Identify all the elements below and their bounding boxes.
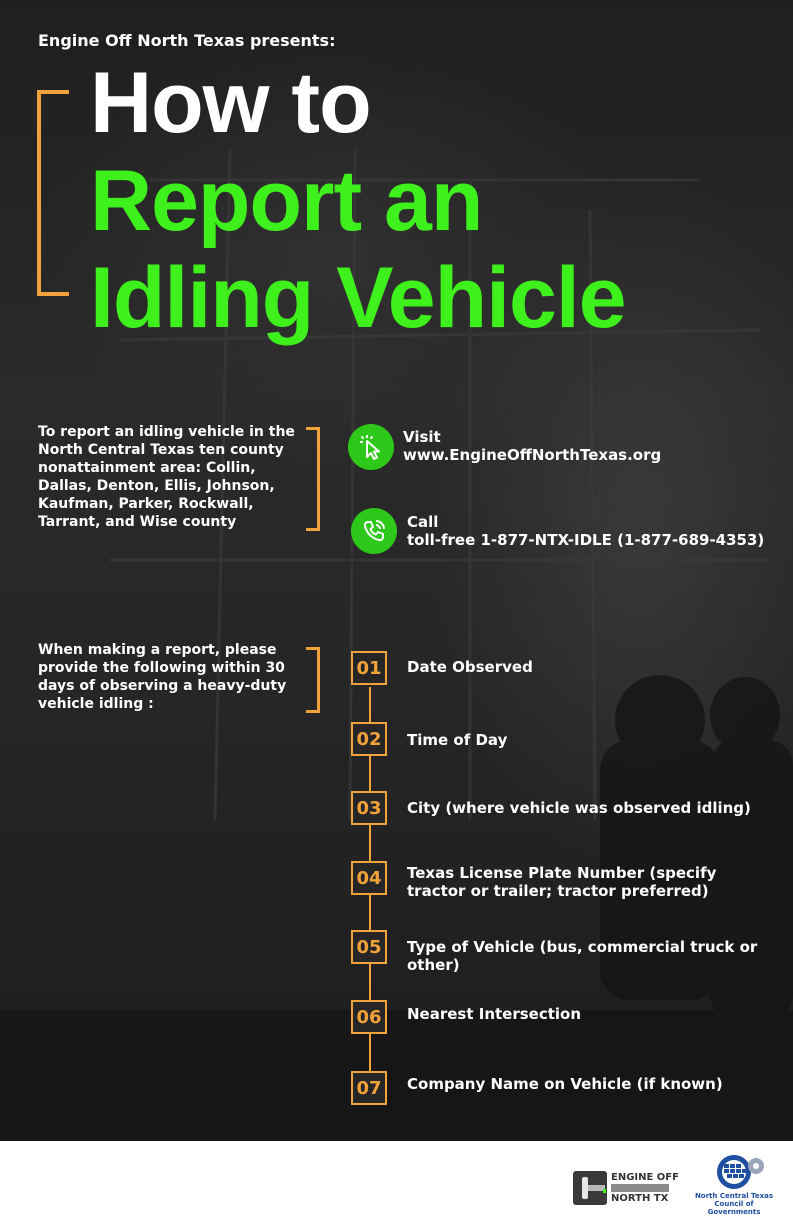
call-info: Call toll-free 1-877-NTX-IDLE (1-877-689… [407, 513, 764, 549]
step-text-06: Nearest Intersection [407, 1005, 582, 1023]
step-text-01: Date Observed [407, 658, 533, 676]
title-bracket [37, 90, 69, 296]
engine-off-logo: ENGINE OFF NORTH TX [573, 1171, 679, 1205]
logo1-line1: ENGINE OFF [611, 1172, 679, 1183]
call-number-link[interactable]: toll-free 1-877-NTX-IDLE (1-877-689-4353… [407, 531, 765, 549]
step-text-04: Texas License Plate Number (specify trac… [407, 864, 717, 900]
phone-icon [351, 508, 397, 554]
step-number-05: 05 [351, 930, 387, 964]
step-text-05: Type of Vehicle (bus, commercial truck o… [407, 938, 758, 974]
report-requirements-intro: When making a report, please provide the… [38, 642, 287, 712]
step-number-07: 07 [351, 1071, 387, 1105]
step-text-02: Time of Day [407, 731, 508, 749]
step-number-03: 03 [351, 791, 387, 825]
title-line-2: Report an [90, 153, 483, 249]
logo1-line2: NORTH TX [611, 1193, 669, 1204]
step-text-03: City (where vehicle was observed idling) [407, 799, 751, 817]
nctcog-logo: North Central Texas Council of Governmen… [690, 1152, 778, 1216]
cursor-click-icon [348, 424, 394, 470]
step-number-04: 04 [351, 861, 387, 895]
visit-url-link[interactable]: www.EngineOffNorthTexas.org [403, 446, 662, 464]
title-line-1: How to [90, 55, 372, 151]
logo2-line1: North Central Texas [694, 1192, 774, 1200]
call-label: Call [407, 513, 439, 531]
step-text-07: Company Name on Vehicle (if known) [407, 1075, 723, 1093]
report-area-intro: To report an idling vehicle in the North… [38, 424, 295, 530]
logo1-key-graphic [611, 1184, 669, 1192]
step-number-06: 06 [351, 1000, 387, 1034]
intro-bracket-2 [306, 647, 320, 713]
intro-bracket-1 [306, 427, 320, 531]
step-number-02: 02 [351, 722, 387, 756]
logo2-line2: Council of Governments [707, 1200, 761, 1216]
truck-background-image [0, 149, 793, 1141]
cog-map-icon [717, 1155, 764, 1189]
visit-label: Visit [403, 428, 441, 446]
title-line-3: Idling Vehicle [90, 250, 627, 346]
key-icon [573, 1171, 607, 1205]
step-number-01: 01 [351, 651, 387, 685]
visit-info: Visit www.EngineOffNorthTexas.org [403, 428, 661, 464]
presents-text: Engine Off North Texas presents: [38, 31, 336, 50]
poster-background: Engine Off North Texas presents: How to … [0, 0, 793, 1141]
